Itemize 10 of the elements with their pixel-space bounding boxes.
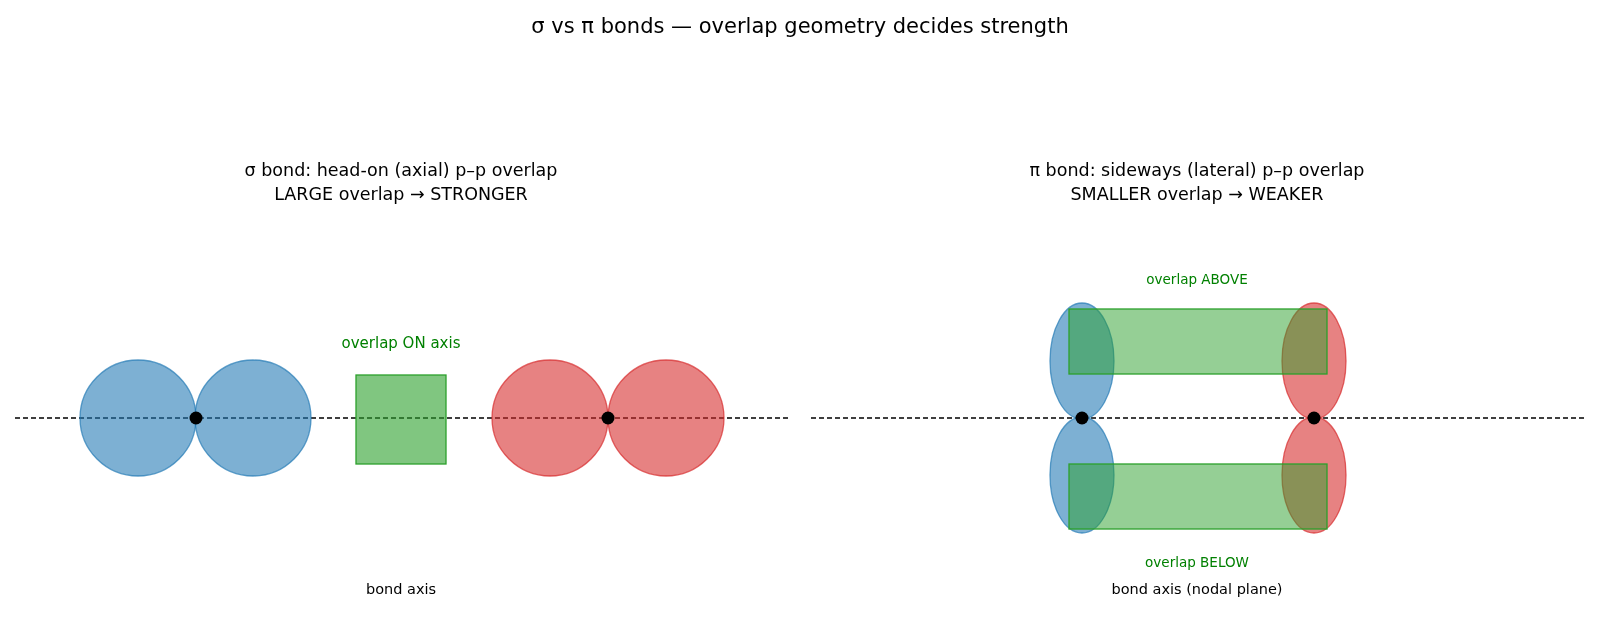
overlap-label: overlap ON axis: [341, 334, 461, 352]
panel-subtitle: SMALLER overlap → WEAKER: [1070, 184, 1324, 204]
panel-subtitle: LARGE overlap → STRONGER: [274, 184, 528, 204]
overlap-label: overlap ABOVE: [1146, 271, 1248, 287]
diagram-title: σ vs π bonds — overlap geometry decides strength: [531, 14, 1069, 38]
axis-label: bond axis (nodal plane): [1111, 581, 1283, 597]
panel-title: σ bond: head-on (axial) p–p overlap: [244, 160, 558, 180]
panel-title: π bond: sideways (lateral) p–p overlap: [1029, 160, 1365, 180]
overlap-label: overlap BELOW: [1145, 554, 1249, 570]
axis-label: bond axis: [365, 581, 437, 597]
